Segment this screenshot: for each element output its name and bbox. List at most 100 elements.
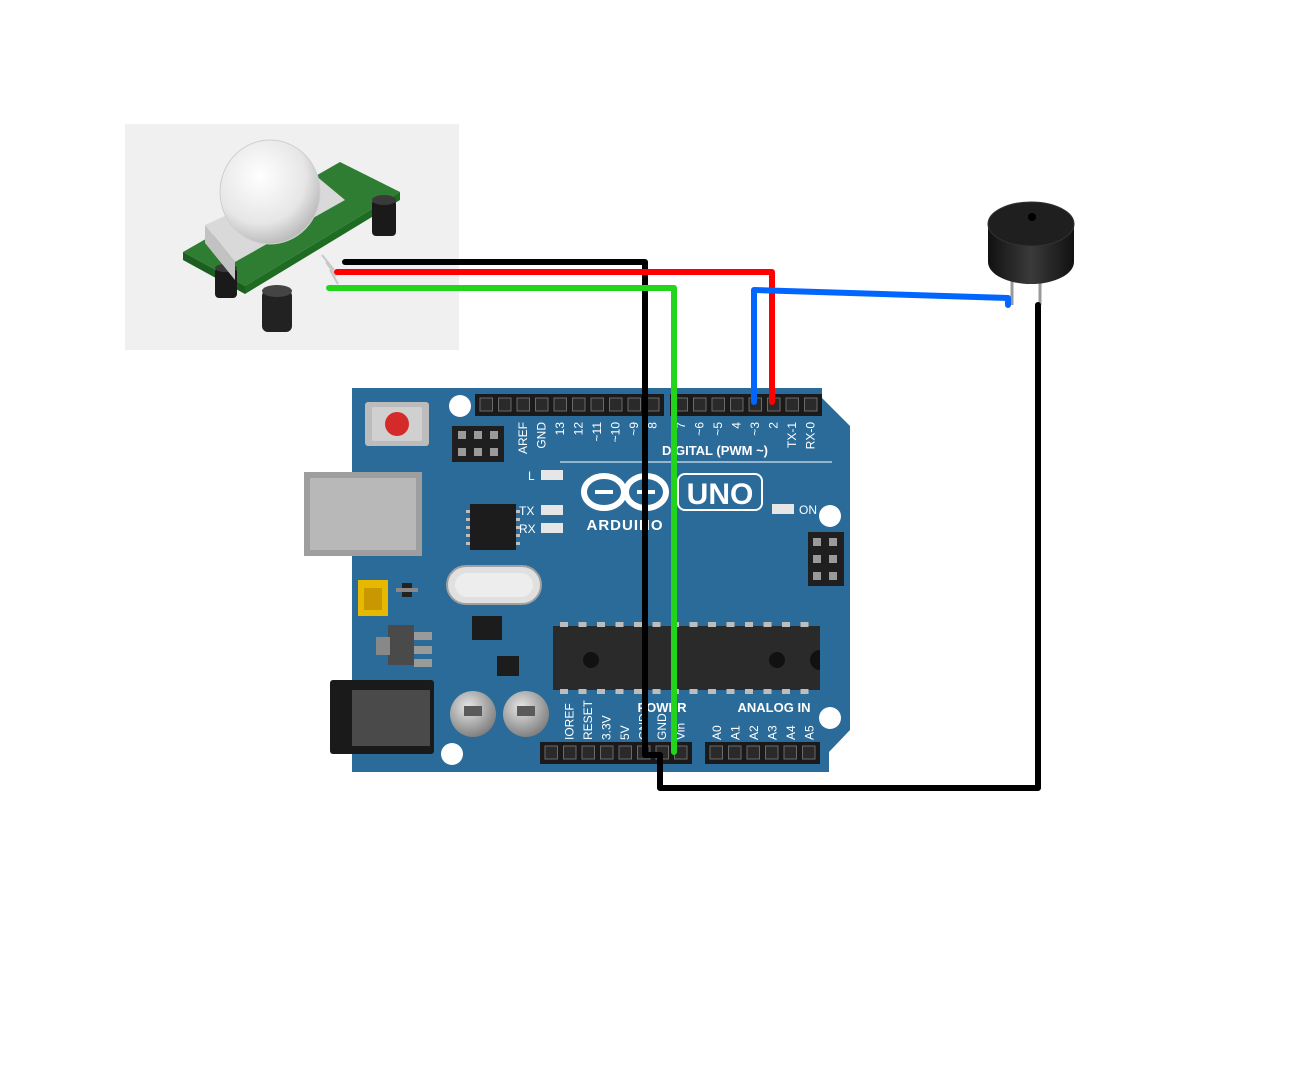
power-pin-socket[interactable] [618,745,632,760]
analog-pin-socket[interactable] [728,745,742,760]
wire-pir-vcc [334,269,775,405]
digital-pin-socket[interactable] [693,397,707,412]
led-tx: TX [519,504,563,518]
power-pin-socket[interactable] [544,745,558,760]
digital-pin-label: ~6 [693,422,707,436]
digital-pin-label: 13 [553,422,567,436]
digital-pin-socket[interactable] [609,397,623,412]
analog-pin-label: A3 [766,725,780,740]
digital-pin-socket[interactable] [535,397,549,412]
chip-pin [634,689,642,694]
power-pin-label: 3.3V [600,715,614,740]
analog-pin-socket[interactable] [709,745,723,760]
digital-pin-socket[interactable] [627,397,641,412]
chip-pin [745,622,753,627]
digital-pin-socket[interactable] [516,397,530,412]
digital-pin-label: TX-1 [785,422,799,448]
capacitor-right [503,691,549,737]
wire-pir-out [326,285,677,755]
chip-pin [708,689,716,694]
pir-capacitor [262,285,292,332]
digital-pin-socket[interactable] [498,397,512,412]
usb-interface-chip [466,504,520,550]
digital-pin-label: ~3 [748,422,762,436]
chip-pin [726,622,735,627]
digital-pin-label: AREF [516,422,530,454]
digital-pin-label: GND [535,422,549,449]
pir-dome-lens [219,139,321,245]
led-rx-label: RX [519,522,536,536]
buzzer-top [987,201,1075,247]
power-pin-label: 5V [618,725,632,740]
digital-pin-label: 12 [572,422,586,436]
analog-pin-socket[interactable] [783,745,797,760]
pir-potentiometer-right [372,195,396,236]
tantalum-capacitor [358,580,388,616]
analog-pin-label: A0 [710,725,724,740]
digital-pin-label: 4 [730,422,744,429]
arduino-uno-board: L TX RX ON UNO ARDUINO DIGIT [304,388,850,772]
digital-pin-label: 7 [674,422,688,429]
analog-pin-label: A4 [784,725,798,740]
chip-pin [689,622,698,627]
led-tx-label: TX [519,504,534,518]
small-ic [472,616,502,640]
mounting-hole [819,707,841,729]
digital-pin-socket[interactable] [804,397,818,412]
led-l-label: L [528,469,535,483]
power-pin-socket[interactable] [581,745,595,760]
power-pin-housing [540,742,692,764]
power-pin-label: RESET [581,699,595,740]
voltage-regulator [376,625,432,667]
atmega-microcontroller [553,622,820,694]
digital-pin-socket[interactable] [646,397,660,412]
analog-pin-label: A5 [803,725,817,740]
chip-pin [745,689,753,694]
digital-pin-socket[interactable] [553,397,567,412]
digital-pin-label: 8 [646,422,660,429]
analog-pin-socket[interactable] [765,745,779,760]
buzzer [987,201,1075,305]
digital-section-title: DIGITAL (PWM ~) [662,443,768,458]
chip-pin [763,622,772,627]
digital-pin-socket[interactable] [479,397,493,412]
power-header [540,742,692,764]
reset-button[interactable] [365,402,429,446]
analog-header [705,742,820,764]
led-on: ON [772,503,817,517]
analog-pin-socket[interactable] [746,745,760,760]
led-rx: RX [519,522,563,536]
mounting-hole [819,505,841,527]
power-pin-socket[interactable] [600,745,614,760]
digital-pin-housing [670,394,822,416]
digital-pin-socket[interactable] [590,397,604,412]
chip-pin [782,622,790,627]
dc-power-jack [330,680,434,754]
digital-pin-label: ~11 [590,422,604,442]
chip-pin [763,689,772,694]
analog-pin-socket[interactable] [802,745,816,760]
chip-pin [652,622,661,627]
wire-buzzer-signal [751,287,1011,405]
board-model: UNO [687,478,754,511]
digital-pin-socket[interactable] [572,397,586,412]
digital-pin-socket[interactable] [785,397,799,412]
power-pin-socket[interactable] [563,745,577,760]
led-l: L [528,469,563,483]
pir-sensor [125,124,459,350]
chip-pin [578,689,587,694]
digital-pin-socket[interactable] [730,397,744,412]
board-brand: ARDUINO [587,517,664,534]
digital-pin-socket[interactable] [711,397,725,412]
chip-pin [782,689,790,694]
digital-pin-label: 2 [767,422,781,429]
led-on-label: ON [799,503,817,517]
usb-connector [304,472,422,556]
mounting-hole [449,395,471,417]
chip-pin [800,689,809,694]
power-pin-label: GND [655,713,669,740]
chip-pin [578,622,587,627]
chip-pin [560,689,568,694]
